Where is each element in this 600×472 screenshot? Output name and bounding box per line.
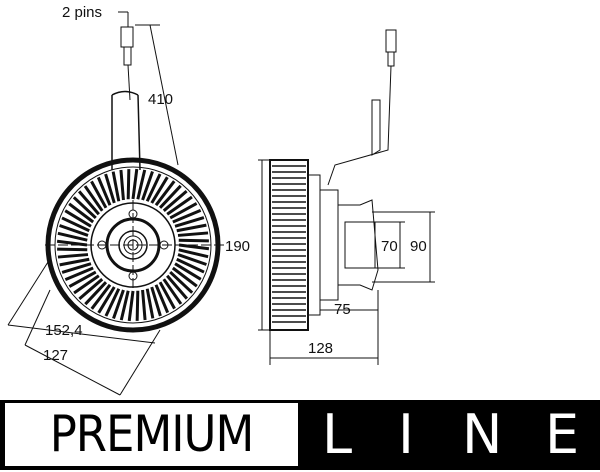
fin [154,180,176,207]
fin [97,286,116,314]
dim-90: 90 [410,238,427,255]
fin [57,253,89,259]
fin [84,281,108,306]
fin [72,196,97,220]
fin [64,209,92,228]
fin [119,169,125,201]
line-letter: I [398,403,414,466]
dim-70: 70 [381,238,398,255]
fin [169,202,198,220]
line-letter: E [545,403,580,466]
dim-190: 190 [225,238,250,255]
fin [178,243,210,251]
fin [166,274,189,300]
fin [171,266,198,288]
fin [178,248,209,259]
fin [145,173,162,202]
fin [68,202,95,224]
dim-410: 410 [148,91,173,108]
fin [158,281,176,310]
dim-152-4: 152,4 [45,322,83,339]
fin [112,289,125,319]
line-letter: N [462,403,503,466]
fin [135,290,140,321]
fin [174,216,205,228]
fin [64,266,94,282]
fan-front-view [45,157,225,333]
fin [83,185,104,212]
fin [145,288,155,319]
fin [96,176,112,206]
fin [73,274,100,295]
fin [178,238,209,243]
line-letter: L [322,403,353,466]
fin [90,283,112,310]
dim-128: 128 [308,340,333,357]
fin [61,262,92,274]
fin [111,171,121,202]
fin [57,247,88,252]
fin [166,195,193,216]
fin [141,171,154,201]
fin [174,262,202,281]
fin [176,257,205,274]
fin [162,278,183,305]
fin [59,257,90,267]
fin [56,239,88,247]
dim-75: 75 [334,301,351,318]
fin [158,184,182,209]
fin [78,278,104,301]
fin [104,173,116,204]
connector-front [111,11,141,171]
fin [68,270,97,288]
dim-pins: 2 pins [62,4,102,21]
fin [57,231,88,242]
fin [61,216,90,233]
fin [127,290,135,322]
fin [176,223,207,233]
fin [150,286,162,317]
premium-label: PREMIUM [5,403,298,466]
fin [141,289,147,321]
premium-line-banner: PREMIUM L I N E [0,400,600,470]
fin [150,176,169,204]
fin [119,290,130,321]
fin [154,284,170,314]
fin [77,190,100,216]
fin [172,208,202,224]
fin [177,231,209,237]
fin [131,168,139,200]
fin [162,189,188,212]
fin [169,270,194,294]
fin [90,180,108,209]
fin [177,253,207,266]
dim-127: 127 [43,347,68,364]
fin [104,288,121,317]
fan-side-view [258,29,435,365]
fin [59,224,89,237]
fin [136,169,147,200]
fin [126,169,131,200]
